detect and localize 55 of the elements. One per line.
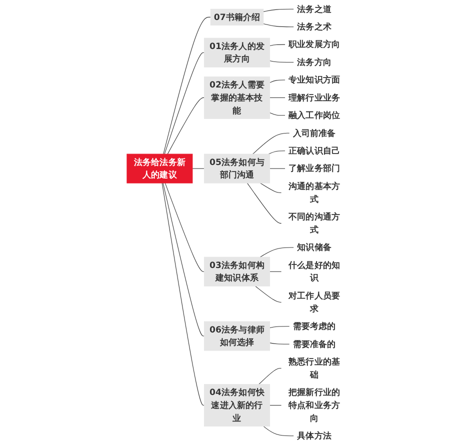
node-text: 入司前准备 <box>292 128 336 138</box>
connector <box>164 182 205 272</box>
node-text: 不同的沟通方式 <box>288 211 340 235</box>
connector <box>269 60 294 63</box>
node-text: 需要准备的 <box>292 338 336 349</box>
connector <box>260 182 282 193</box>
node-box: 03法务如何构建知识体系 <box>204 256 270 286</box>
connector <box>167 97 205 154</box>
node-box: 01法务人的发展方向 <box>204 38 270 68</box>
node-text: 知识储备 <box>297 242 332 252</box>
connector <box>269 168 286 169</box>
node-text: 具体方法 <box>297 430 332 441</box>
node-text: 沟通的基本方式 <box>288 180 340 204</box>
connector <box>269 271 282 272</box>
node-text: 专业知识方面 <box>288 74 340 85</box>
node-text: 法务之道 <box>297 4 332 14</box>
connector <box>263 8 294 12</box>
node-text: 熟悉行业的基础 <box>288 356 340 380</box>
connector <box>162 182 205 336</box>
node-box: 06法务与律师如何选择 <box>204 321 270 351</box>
connector <box>192 168 205 169</box>
connector <box>252 132 290 154</box>
connector <box>268 150 286 154</box>
connector <box>269 112 286 116</box>
connector <box>164 52 205 154</box>
connector <box>263 426 294 436</box>
node-text: 法务方向 <box>297 56 332 68</box>
connector <box>162 182 205 406</box>
connector <box>269 97 286 98</box>
node-text: 融入工作岗位 <box>288 110 340 120</box>
connector <box>246 182 282 224</box>
connector <box>269 326 290 328</box>
connector <box>269 44 286 46</box>
node-box: 法务给法务新人的建议 <box>126 154 193 184</box>
node-text: 了解业务部门 <box>288 163 340 174</box>
node-box: 05法务如何与部门沟通 <box>204 154 270 184</box>
node-text: 法务之术 <box>297 21 332 32</box>
node-box: 04法务如何快速进入新的行业 <box>204 384 270 426</box>
node-text: 正确认识自己 <box>288 145 340 156</box>
node-text: 需要考虑的 <box>292 321 336 332</box>
node-box: 07书籍介绍 <box>210 8 264 26</box>
connector <box>260 247 294 258</box>
node-text: 什么是好的知识 <box>288 260 340 283</box>
connector <box>163 16 211 154</box>
connector <box>255 286 282 302</box>
connector <box>263 24 294 28</box>
connector <box>269 342 290 344</box>
node-text: 对工作人员要求 <box>288 290 340 314</box>
connector <box>258 368 282 385</box>
connector <box>269 80 286 83</box>
node-text: 把握新行业的特点和业务方向 <box>288 387 340 423</box>
node-box: 02法务人需要掌握的基本技能 <box>204 76 270 119</box>
node-text: 理解行业业务 <box>288 92 340 103</box>
connector <box>269 405 282 406</box>
node-text: 职业发展方向 <box>288 39 340 50</box>
